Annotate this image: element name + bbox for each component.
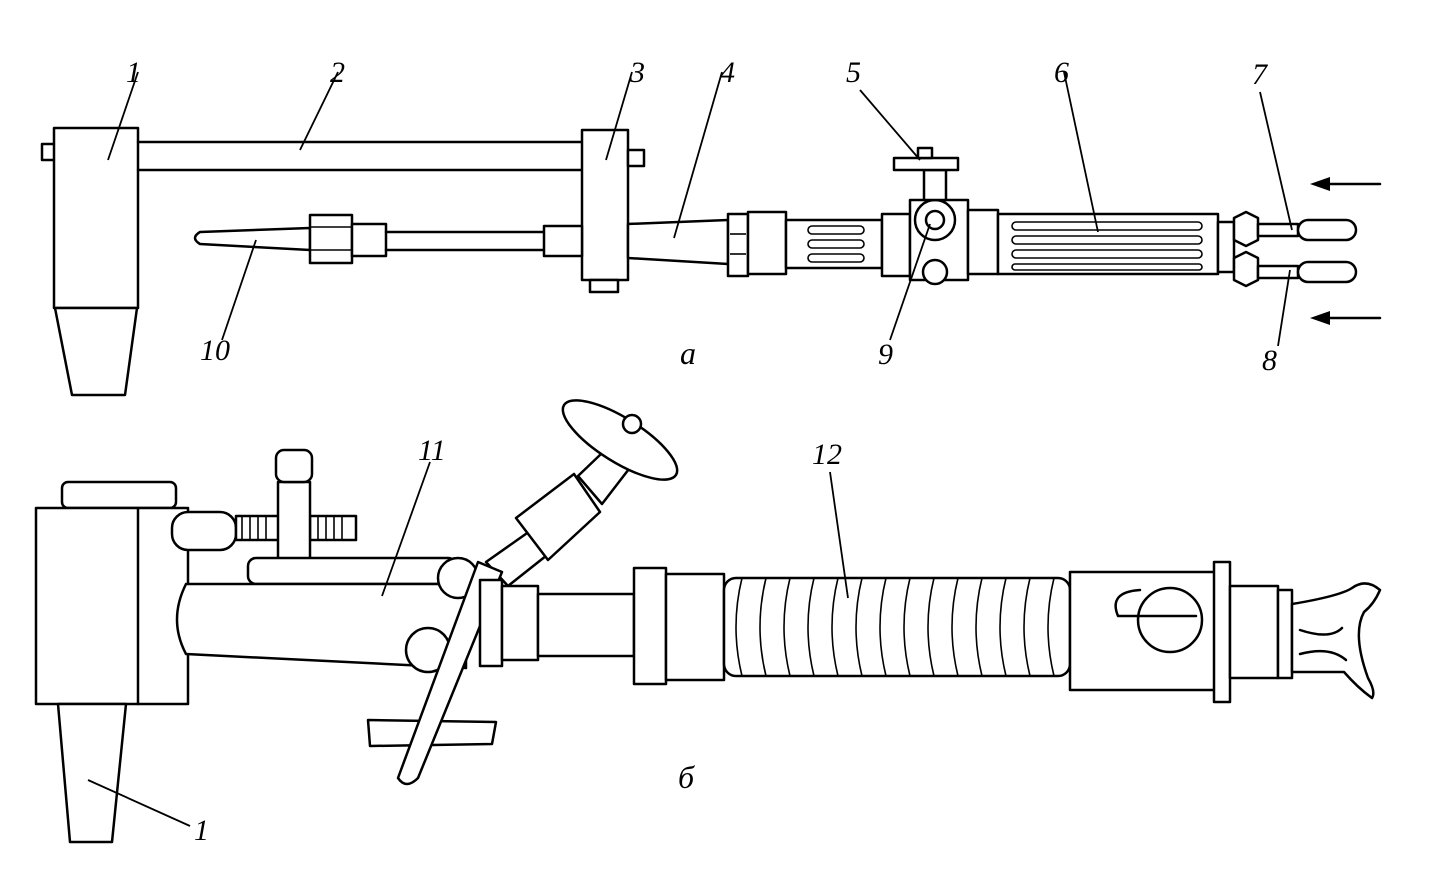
sublabel-a: а — [680, 335, 696, 371]
diagram-part-a: 1 2 3 4 5 6 7 8 9 10 а — [40, 56, 1382, 397]
callout-1: 1 — [126, 56, 141, 89]
callout-11: 11 — [418, 434, 446, 467]
part-b-cutting-head — [34, 480, 190, 844]
part-a-handle — [966, 208, 1236, 276]
part-b-corrugated-hose — [632, 566, 1072, 686]
part-a-gas-connectors — [1232, 210, 1358, 288]
part-a-leader-lines — [107, 71, 1293, 347]
callout-6: 6 — [1054, 56, 1069, 89]
part-b-valve-spindle — [484, 399, 679, 588]
callout-5: 5 — [846, 56, 861, 89]
part-a-clamp — [580, 128, 646, 294]
part-b-torch-body — [175, 556, 480, 674]
callout-2: 2 — [330, 56, 345, 89]
callout-7: 7 — [1252, 58, 1269, 91]
part-a-callouts: 1 2 3 4 5 6 7 8 9 10 а — [126, 56, 1277, 377]
part-a-injector-tube — [626, 210, 912, 278]
thread-marks — [241, 516, 343, 540]
callout-3: 3 — [629, 56, 645, 89]
gas-inflow-arrows — [1310, 177, 1382, 325]
part-b-neck — [478, 578, 636, 668]
sublabel-b: б — [678, 759, 695, 795]
callout-1-b: 1 — [194, 814, 209, 847]
part-a-cutting-head — [40, 126, 140, 397]
callout-10: 10 — [200, 334, 230, 367]
part-b-callouts: 11 12 1 б — [194, 434, 842, 847]
part-b-leader-lines — [87, 461, 849, 827]
part-a-nozzle-assembly — [193, 213, 584, 265]
part-a-guide-rod — [136, 140, 586, 172]
corrugation-lines — [735, 577, 1055, 677]
part-b-lever — [366, 560, 504, 786]
callout-8: 8 — [1262, 344, 1277, 377]
part-a-valve-block — [892, 146, 970, 286]
callout-9: 9 — [878, 338, 893, 371]
part-b-rear-handle — [1068, 560, 1382, 704]
part-b-threaded-stem — [170, 448, 358, 562]
diagram-part-b: 11 12 1 б — [34, 399, 1382, 847]
callout-4: 4 — [720, 56, 735, 89]
callout-12: 12 — [812, 438, 842, 471]
